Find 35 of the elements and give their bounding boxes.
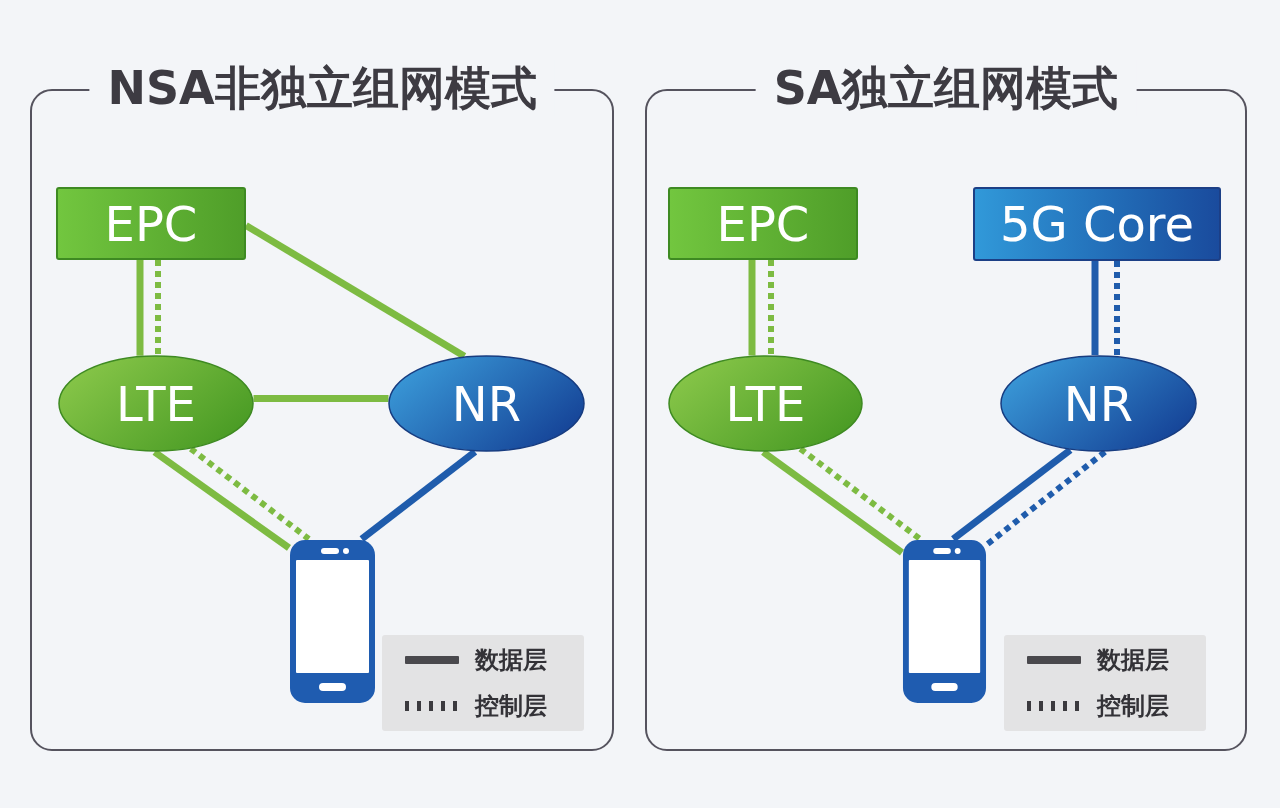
connection-line	[1091, 261, 1099, 355]
node-label: 5G Core	[999, 196, 1195, 252]
network-ellipse	[58, 355, 254, 452]
node-label: NR	[1063, 375, 1134, 432]
smartphone-icon	[902, 539, 987, 704]
node-label: EPC	[104, 195, 198, 252]
connection-line	[951, 447, 1073, 542]
connection-line	[748, 260, 756, 356]
node-label: NR	[451, 375, 522, 432]
dotted-connection-line	[189, 446, 311, 542]
node-label: LTE	[116, 375, 196, 432]
network-ellipse	[1000, 355, 1197, 452]
legend-label: 数据层	[1097, 645, 1169, 675]
network-ellipse	[668, 355, 863, 452]
connection-line	[253, 395, 389, 402]
network-box	[668, 187, 858, 260]
network-box	[56, 187, 246, 260]
dotted-connection-line	[768, 260, 774, 356]
connection-line	[359, 448, 478, 542]
legend-label: 数据层	[475, 645, 547, 675]
smartphone-icon	[289, 539, 376, 704]
node-label: LTE	[725, 375, 806, 432]
dotted-connection-line	[1114, 261, 1120, 356]
legend-label: 控制层	[1097, 691, 1169, 721]
network-box	[973, 187, 1221, 261]
dotted-connection-line	[985, 449, 1107, 547]
dotted-connection-line	[155, 260, 161, 355]
connection-line	[152, 449, 292, 551]
network-ellipse	[388, 355, 585, 452]
dotted-connection-line	[798, 446, 922, 542]
node-label: EPC	[716, 195, 810, 252]
legend-label: 控制层	[475, 691, 547, 721]
connection-line	[244, 222, 467, 360]
connection-line	[136, 260, 144, 356]
connection-line	[761, 449, 905, 556]
